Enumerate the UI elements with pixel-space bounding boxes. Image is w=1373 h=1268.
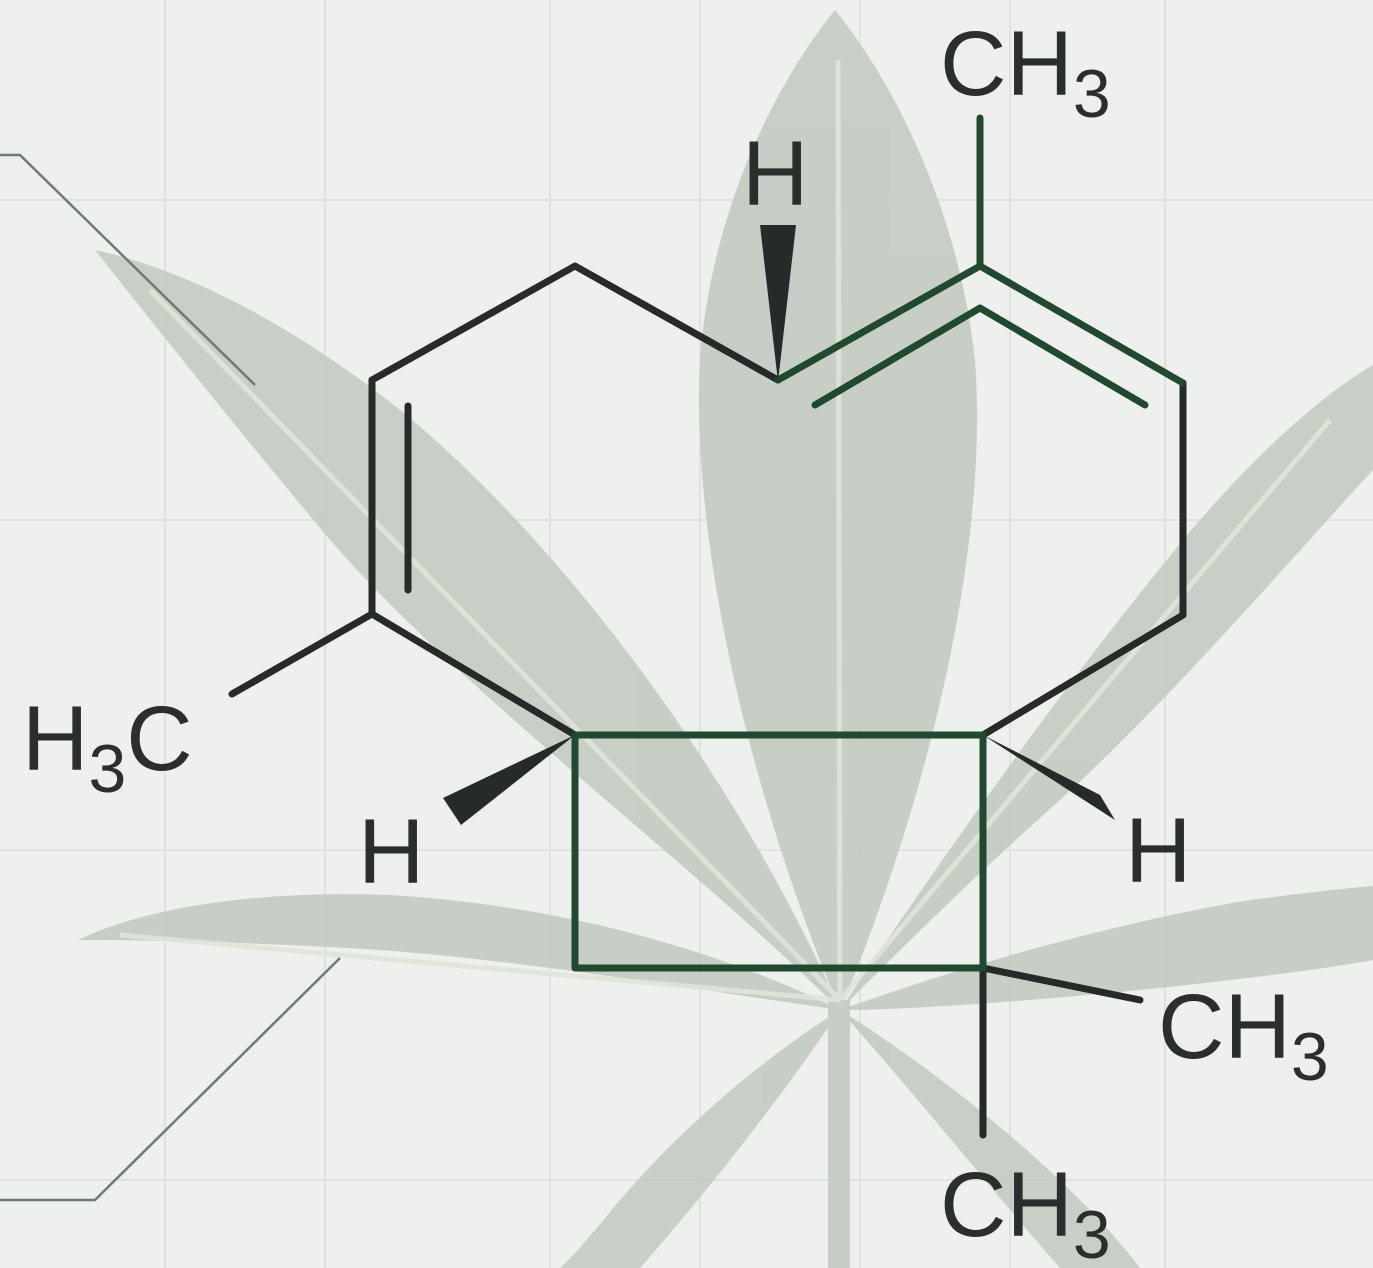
h-left-label: H (358, 801, 424, 903)
methyl-bottom-sub: 3 (1073, 1197, 1111, 1268)
methyl-top-sub: 3 (1073, 56, 1111, 132)
h-right-label: H (1125, 800, 1191, 902)
cannabis-leaf-icon (78, 10, 1373, 1268)
methyl-bottom-label: CH3 (940, 1154, 1111, 1268)
stereo-wedges (443, 225, 1115, 825)
methyl-bottom-main: CH (940, 1154, 1073, 1256)
methyl-right-label: CH3 (1158, 976, 1329, 1095)
skeletal-bonds-dark (228, 262, 1187, 1139)
guide-lines (0, 153, 341, 1202)
wedge-left (443, 735, 575, 825)
leaf-veins (119, 59, 1332, 1003)
methyl-left-label: H3C (22, 688, 193, 807)
wedge-top (760, 225, 796, 382)
methyl-right-sub: 3 (1291, 1019, 1329, 1095)
wedge-right (983, 735, 1115, 820)
skeletal-bonds-green (571, 114, 1187, 972)
methyl-top-label: CH3 (940, 13, 1111, 132)
methyl-left-sub: 3 (88, 731, 126, 807)
h-top-label: H (742, 123, 808, 225)
methyl-right-main: CH (1158, 976, 1291, 1078)
methyl-left-pre: H (22, 688, 88, 790)
methyl-left-post: C (126, 688, 192, 790)
methyl-top-main: CH (940, 13, 1073, 115)
